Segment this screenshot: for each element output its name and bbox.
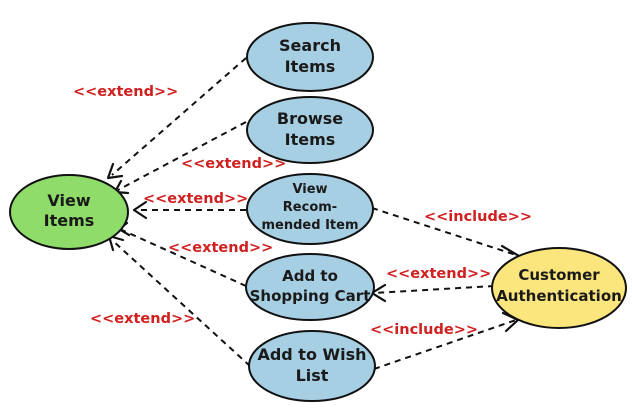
use-case-add-to-wish-list[interactable]: Add to Wish List <box>248 330 376 402</box>
relation-label-wishlist-include: <<include>> <box>370 322 478 338</box>
use-case-label: Items <box>285 130 336 149</box>
relation-label-browse-extend: <<extend>> <box>181 156 286 172</box>
use-case-label: mended Item <box>262 218 359 233</box>
edge-recommended-to-view <box>132 200 246 220</box>
use-case-label: View <box>47 191 90 210</box>
use-case-label: View <box>292 182 327 197</box>
use-case-label: Browse <box>277 109 343 128</box>
edge-auth-to-cart <box>370 283 495 303</box>
relation-label-auth-extend: <<extend>> <box>386 266 491 282</box>
edge-search-to-view <box>106 57 247 180</box>
relation-label-recommended-extend: <<extend>> <box>143 191 248 207</box>
use-case-view-recommended-item[interactable]: View Recom- mended Item <box>246 173 374 245</box>
relation-label-wishlist-extend: <<extend>> <box>90 311 195 327</box>
relation-label-search-extend: <<extend>> <box>73 84 178 100</box>
use-case-label: Shopping Cart <box>250 287 371 305</box>
use-case-label: Add to <box>282 267 338 285</box>
use-case-label: List <box>296 366 329 385</box>
use-case-browse-items[interactable]: Browse Items <box>246 96 374 164</box>
relation-label-recommended-include: <<include>> <box>424 209 532 225</box>
use-case-label: Items <box>44 211 95 230</box>
use-case-add-to-shopping-cart[interactable]: Add to Shopping Cart <box>245 253 375 321</box>
use-case-search-items[interactable]: Search Items <box>246 22 374 92</box>
use-case-label: Search <box>279 36 341 55</box>
use-case-label: Customer <box>518 266 600 284</box>
use-case-view-items[interactable]: View Items <box>9 174 129 250</box>
use-case-label: Recom- <box>283 200 337 215</box>
use-case-label: Authentication <box>496 287 622 305</box>
use-case-label: Items <box>285 57 336 76</box>
use-case-customer-authentication[interactable]: Customer Authentication <box>491 247 627 329</box>
use-case-label: Add to Wish <box>257 345 366 364</box>
relation-label-cart-extend: <<extend>> <box>168 240 273 256</box>
